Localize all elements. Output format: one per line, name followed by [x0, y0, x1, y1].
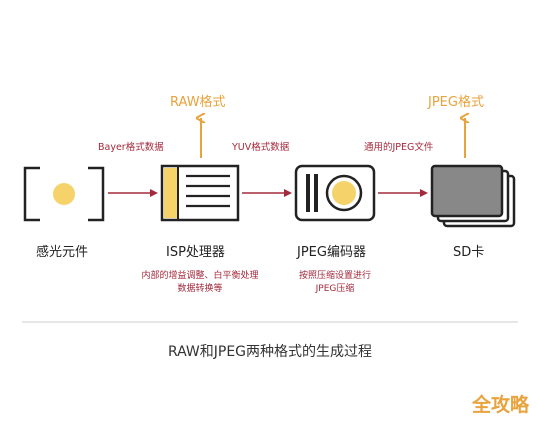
isp-label: ISP处理器: [166, 245, 225, 260]
encoder-description-line1: 按照压缩设置进行: [298, 271, 371, 281]
sd-card-icon: [430, 164, 516, 228]
encoder-description-line2: JPEG压缩: [315, 284, 355, 295]
raw-format-label: RAW格式: [170, 95, 226, 110]
isp-processor-icon: [160, 164, 240, 222]
diagram-caption: RAW和JPEG两种格式的生成过程: [167, 344, 373, 360]
sd-card-label: SD卡: [453, 245, 485, 260]
isp-description-line2: 数据转换等: [177, 284, 223, 295]
bayer-data-label: Bayer格式数据: [98, 142, 164, 153]
yuv-data-label: YUV格式数据: [232, 142, 290, 153]
encoder-description: 按照压缩设置进行 JPEG压缩: [280, 270, 390, 296]
jpeg-format-label: JPEG格式: [428, 95, 484, 110]
encoder-label: JPEG编码器: [297, 245, 366, 260]
isp-description: 内部的增益调整、白平衡处理 数据转换等: [130, 270, 270, 296]
isp-description-line1: 内部的增益调整、白平衡处理: [141, 271, 259, 281]
jpeg-encoder-icon: [294, 164, 376, 222]
sensor-icon: [23, 166, 105, 222]
sensor-label: 感光元件: [36, 245, 89, 260]
watermark: 全攻略: [472, 394, 530, 416]
jpeg-file-label: 通用的JPEG文件: [364, 142, 434, 153]
